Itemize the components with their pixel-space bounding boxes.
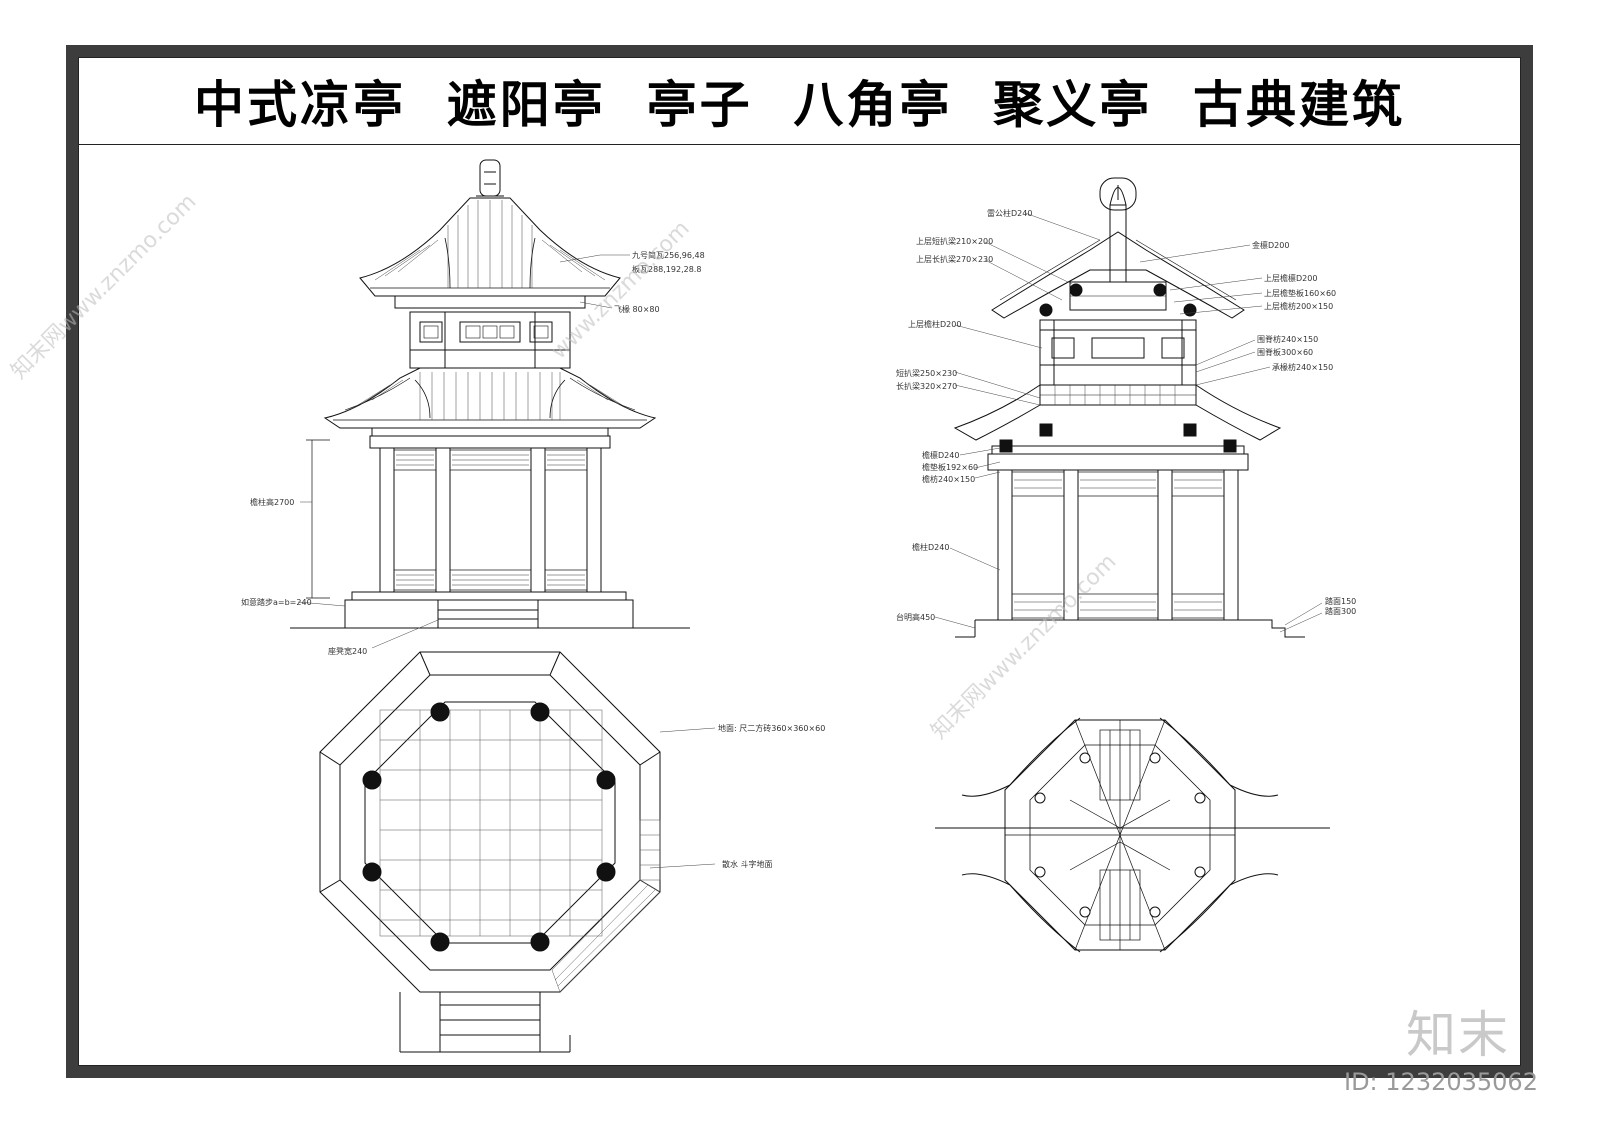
label-upper-long-beam: 上层长扒梁270×230	[916, 254, 993, 264]
label-upper-column: 上层檐柱D200	[908, 319, 961, 329]
annotation-labels: 九号简瓦256,96,48 板瓦288,192,28.8 飞椽 80×80 檐柱…	[241, 208, 1356, 869]
plan-paving-grid	[379, 709, 603, 937]
section-upper-body	[1039, 319, 1197, 386]
label-upper-eave-tie: 上层檐枋200×150	[1264, 301, 1333, 311]
label-long-beam: 长扒梁320×270	[896, 381, 957, 391]
sheet-title: 中式凉亭 遮阳亭 亭子 八角亭 聚义亭 古典建筑	[193, 75, 1406, 134]
elevation-hanging-lattice	[393, 449, 588, 471]
plan-apron-paving	[551, 819, 661, 993]
label-platform-height: 台明高450	[896, 612, 935, 622]
label-king-post: 雷公柱D240	[987, 208, 1032, 218]
label-purlin: 金檩D200	[1252, 240, 1289, 250]
roof-framing-plan	[935, 717, 1330, 953]
label-flat-tile: 板瓦288,192,28.8	[632, 264, 701, 274]
label-flying-rafter: 飞椽 80×80	[614, 304, 660, 314]
label-upper-eave-board: 上层檐垫板160×60	[1264, 288, 1336, 298]
floor-plan	[319, 651, 716, 1053]
label-eave-purlin: 檐檩D240	[922, 450, 959, 460]
plan-entrance-steps	[399, 991, 571, 1053]
label-ridge-tie: 围脊枋240×150	[1257, 334, 1318, 344]
section-view	[934, 177, 1323, 638]
label-column-height: 檐柱高2700	[250, 497, 294, 507]
section-upper-roof	[991, 177, 1245, 319]
elevation-bench-rails	[393, 569, 588, 591]
elevation-upper-roof	[359, 197, 621, 309]
label-bench-width: 座凳宽240	[328, 646, 367, 656]
label-eave-tie: 檐枋240×150	[922, 474, 975, 484]
watermark: 知末网www.znzmo.com	[7, 189, 202, 384]
label-tread-2: 踏面300	[1325, 606, 1356, 616]
label-ridge-board: 围脊板300×60	[1257, 347, 1313, 357]
image-id: ID: 1232035062	[1344, 1068, 1538, 1096]
watermark: www.znzmo.com	[547, 216, 695, 364]
section-lower-roof	[953, 384, 1282, 453]
elevation-lower-roof	[323, 367, 657, 429]
section-columns	[997, 469, 1239, 621]
label-tread-1: 踏面150	[1325, 596, 1356, 606]
drawing-sheet	[78, 57, 1521, 1066]
label-apron: 散水 斗字地面	[722, 859, 773, 869]
label-eave-board: 檐垫板192×60	[922, 462, 978, 472]
label-short-beam: 短扒梁250×230	[896, 368, 957, 378]
elevation-upper-body	[409, 311, 571, 369]
label-step: 如意踏步a=b=240	[241, 597, 312, 607]
label-upper-eave-purlin: 上层檐檩D200	[1264, 273, 1317, 283]
brand-watermark: 知末	[1406, 1006, 1510, 1064]
watermark: 知末网www.znzmo.com	[927, 549, 1122, 744]
title-block: 中式凉亭 遮阳亭 亭子 八角亭 聚义亭 古典建筑	[78, 57, 1521, 145]
label-eave-column: 檐柱D240	[912, 542, 949, 552]
elevation-columns	[379, 447, 602, 593]
elevation-view	[290, 159, 690, 649]
label-tube-tile: 九号简瓦256,96,48	[632, 250, 705, 260]
plan-columns	[362, 702, 616, 952]
label-rafter-tie: 承椽枋240×150	[1272, 362, 1333, 372]
label-upper-short-beam: 上层短扒梁210×200	[916, 236, 993, 246]
elevation-dimension	[306, 439, 330, 599]
label-floor-paving: 地面: 尺二方砖360×360×60	[718, 723, 825, 733]
elevation-finial	[476, 159, 504, 197]
